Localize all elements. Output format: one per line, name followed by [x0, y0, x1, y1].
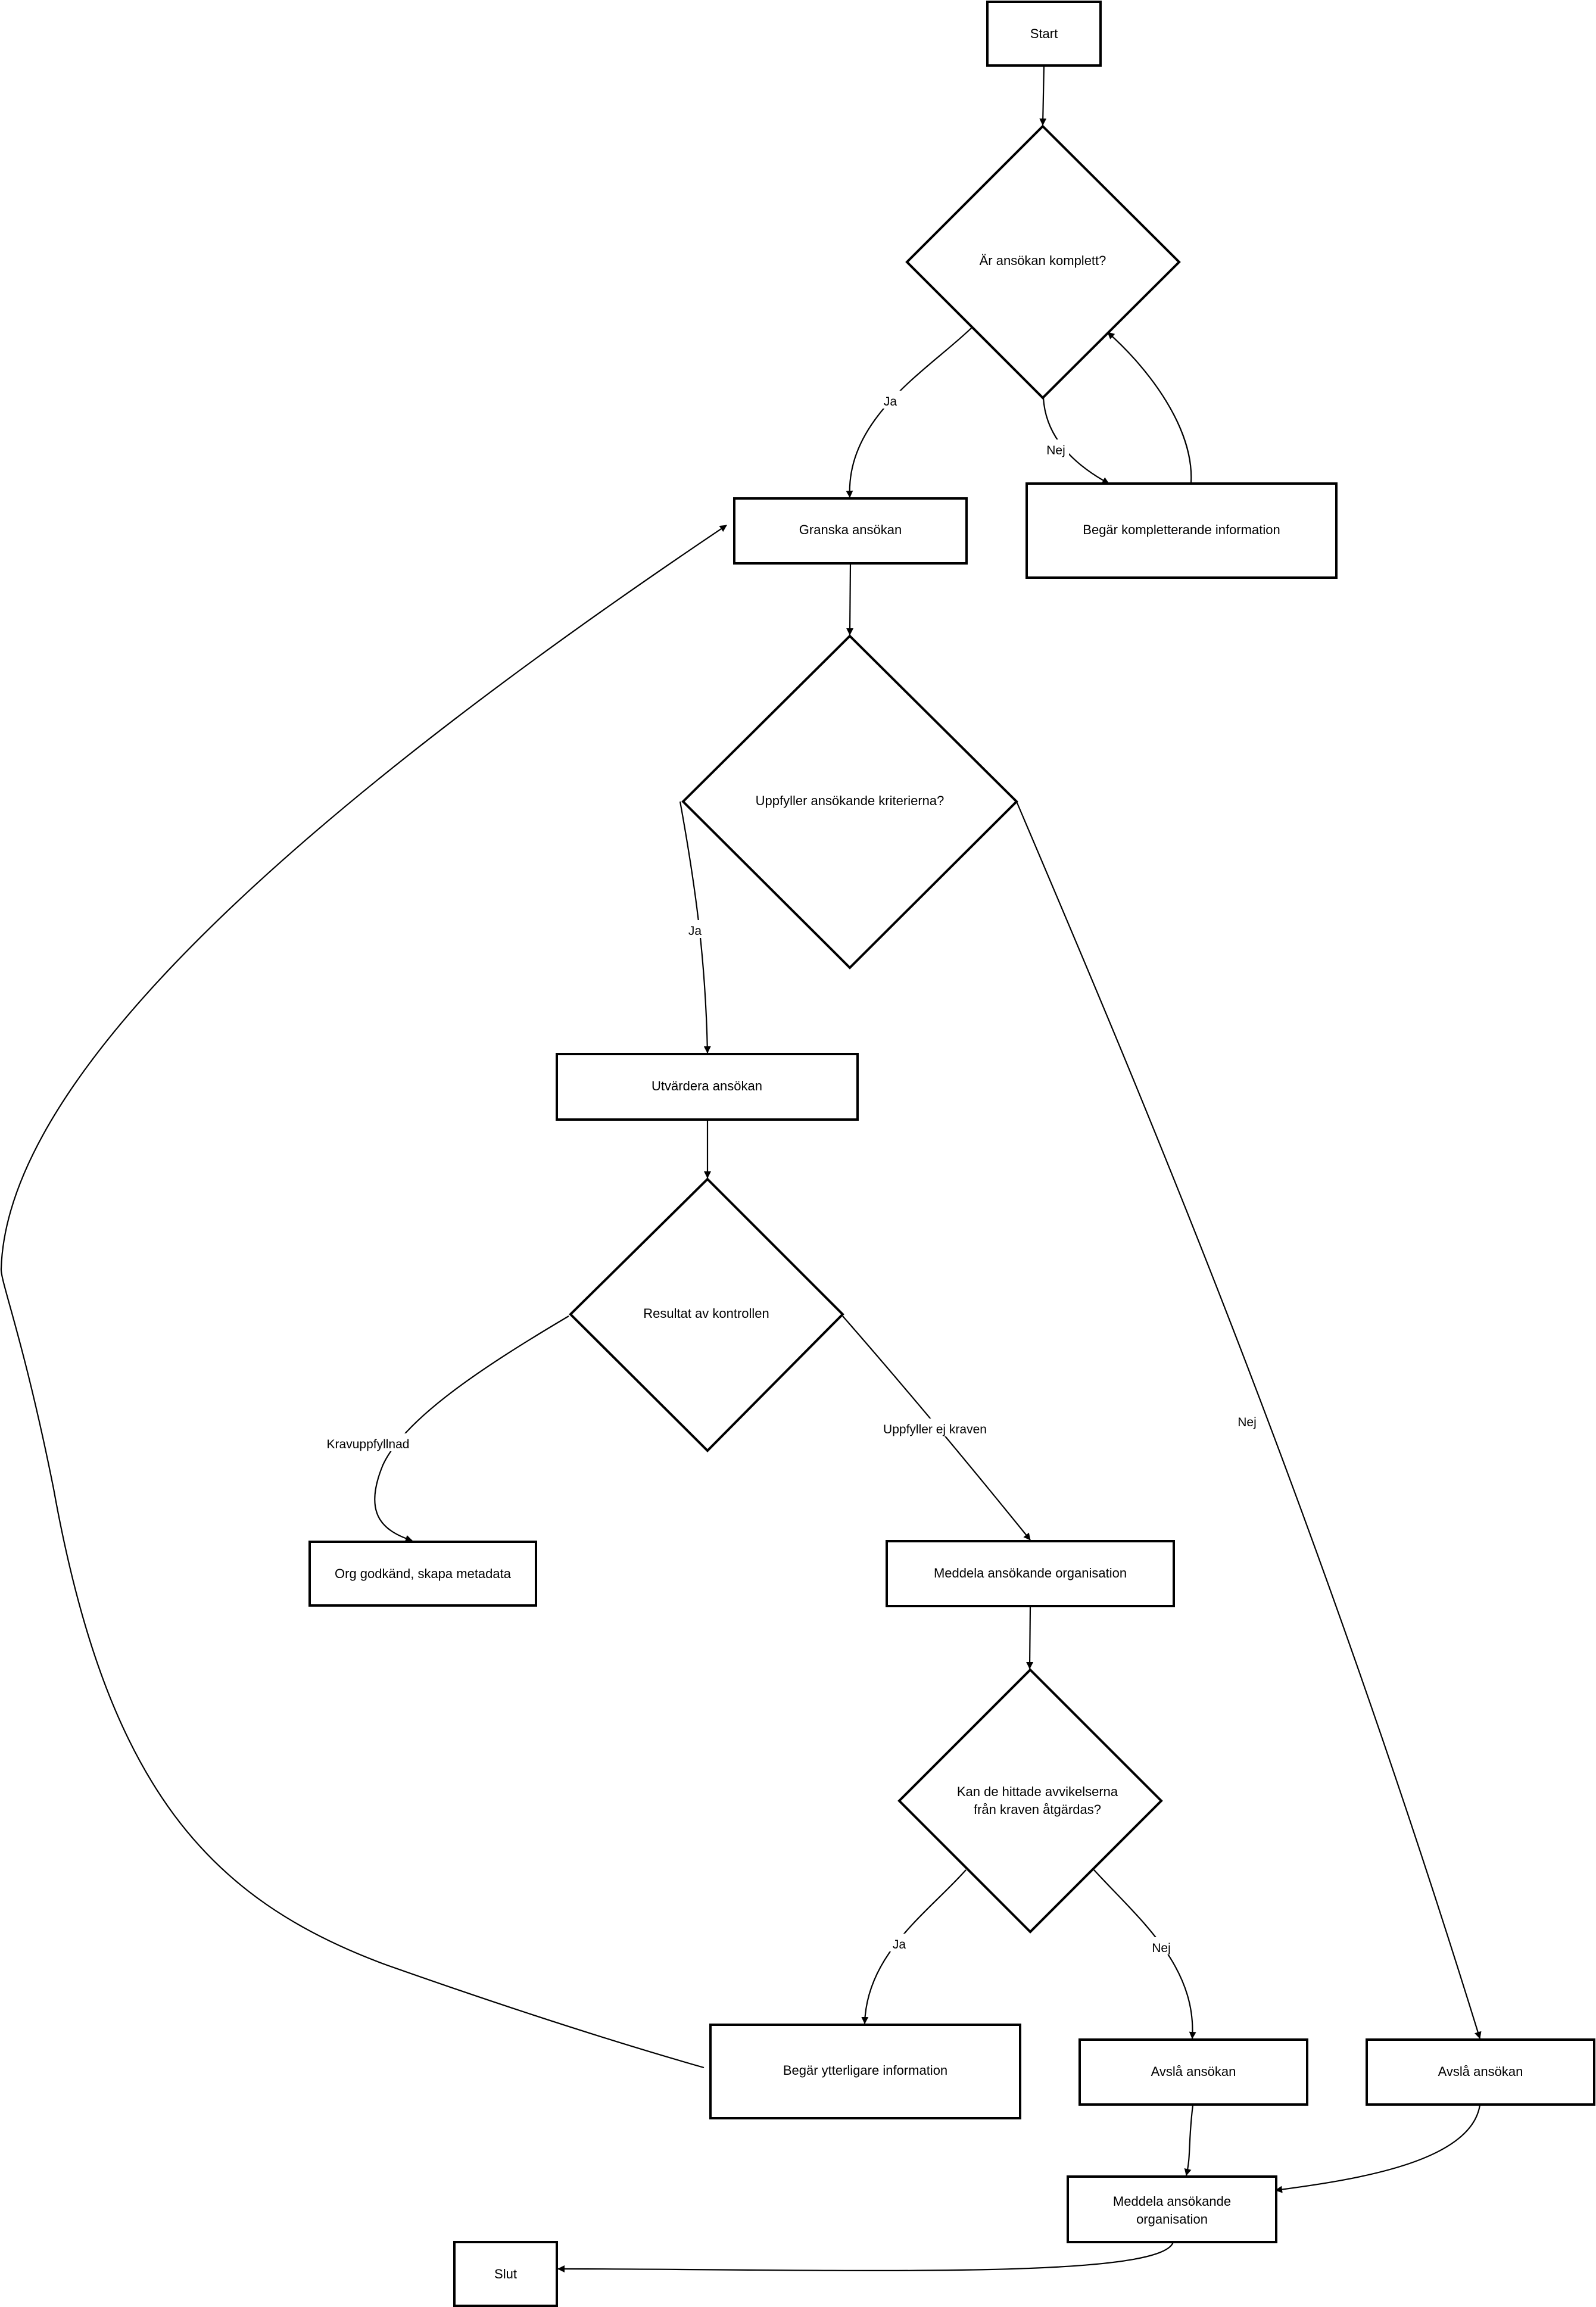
edge-request-more-back	[0, 525, 727, 2069]
node-reject-1-label: Avslå ansökan	[1151, 2064, 1236, 2079]
node-evaluate-label: Utvärdera ansökan	[652, 1078, 762, 1093]
edge-label-fixable-yes: Ja	[893, 1938, 906, 1951]
edge-label-fixable-no: Nej	[1152, 1941, 1171, 1955]
decision-result[interactable]: Resultat av kontrollen	[569, 1177, 844, 1452]
node-notify-org-1[interactable]: Meddela ansökande organisation	[886, 1540, 1175, 1607]
edge-label-criteria-no: Nej	[1237, 1416, 1257, 1429]
edge-notify2-to-end	[557, 2241, 1174, 2273]
decision-fixable-label-line1: Kan de hittade avvikelserna	[957, 1784, 1118, 1799]
edge-q-fixable-yes	[861, 1869, 967, 2024]
node-notify-org-2[interactable]: Meddela ansökande organisation	[1067, 2175, 1277, 2243]
edge-complement-back	[1107, 332, 1192, 483]
edges	[0, 65, 1482, 2273]
edge-labels: Ja Nej Ja Nej Kravuppfyllnad Uppfyller e…	[322, 391, 1260, 1955]
decision-complete[interactable]: Är ansökan komplett?	[905, 124, 1181, 400]
edge-label-result-fail: Uppfyller ej kraven	[883, 1423, 987, 1436]
decision-criteria-label: Uppfyller ansökande kriterierna?	[756, 793, 944, 808]
edge-label-complete-yes: Ja	[884, 395, 897, 409]
decision-fixable-label-line2: från kraven åtgärdas?	[974, 1802, 1101, 1817]
decision-fixable[interactable]: Kan de hittade avvikelserna från kraven …	[897, 1668, 1163, 1934]
node-approved-label: Org godkänd, skapa metadata	[335, 1566, 512, 1581]
node-review-label: Granska ansökan	[799, 522, 902, 537]
node-evaluate[interactable]: Utvärdera ansökan	[556, 1053, 859, 1121]
node-request-more-label: Begär ytterligare information	[783, 2063, 947, 2078]
node-start-label: Start	[1030, 26, 1058, 41]
node-review[interactable]: Granska ansökan	[733, 497, 968, 565]
decision-complete-label: Är ansökan komplett?	[980, 253, 1106, 268]
node-notify-org-2-label-line1: Meddela ansökande	[1113, 2194, 1231, 2209]
edge-reject1-to-notify2	[1184, 2105, 1194, 2176]
node-notify-org-1-label: Meddela ansökande organisation	[934, 1566, 1127, 1580]
edge-q-complete-yes	[846, 327, 972, 498]
edge-label-result-ok: Kravuppfyllnad	[327, 1438, 410, 1451]
edge-start-to-q-complete	[1039, 65, 1047, 126]
edge-label-complete-no: Nej	[1046, 444, 1065, 457]
node-reject-2-label: Avslå ansökan	[1438, 2064, 1523, 2079]
node-end-label: Slut	[494, 2267, 517, 2281]
edge-label-criteria-yes: Ja	[688, 924, 702, 938]
node-end[interactable]: Slut	[453, 2241, 558, 2307]
node-reject-1[interactable]: Avslå ansökan	[1078, 2038, 1308, 2106]
edge-q-criteria-no	[1015, 801, 1482, 2039]
edge-reject2-to-notify2	[1275, 2105, 1481, 2193]
decision-criteria[interactable]: Uppfyller ansökande kriterierna?	[681, 634, 1018, 969]
nodes: Start Är ansökan komplett? Granska ansök…	[308, 1, 1595, 2307]
node-request-complement[interactable]: Begär kompletterande information	[1025, 482, 1338, 579]
node-notify-org-2-label-line2: organisation	[1136, 2212, 1208, 2227]
node-request-complement-label: Begär kompletterande information	[1083, 522, 1280, 537]
edge-q-fixable-no	[1093, 1869, 1196, 2039]
node-reject-2[interactable]: Avslå ansökan	[1366, 2038, 1595, 2106]
node-request-more[interactable]: Begär ytterligare information	[709, 2024, 1021, 2119]
node-approved[interactable]: Org godkänd, skapa metadata	[308, 1541, 537, 1607]
decision-result-label: Resultat av kontrollen	[643, 1306, 769, 1321]
edge-q-result-ok	[374, 1315, 569, 1542]
node-start[interactable]: Start	[986, 1, 1102, 67]
